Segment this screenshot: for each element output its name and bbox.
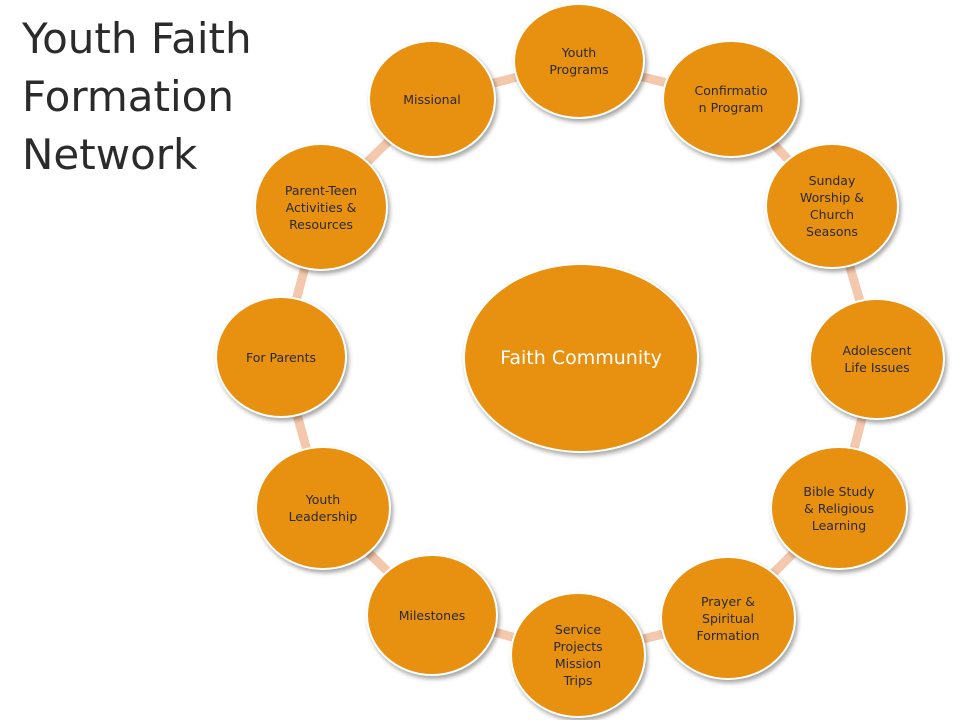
node-for-parents: For Parents	[215, 296, 347, 418]
node-label-line: n Program	[698, 100, 764, 115]
node-missional: Missional	[368, 40, 496, 158]
center-node-faith-community: Faith Community	[463, 263, 699, 453]
node-label-line: Learning	[811, 517, 867, 533]
page-title-line: Network	[22, 130, 198, 179]
node-label-line: & Religious	[804, 500, 874, 516]
page-title-line: Youth Faith	[22, 14, 252, 63]
page-title: Youth Faith Formation Network	[22, 10, 282, 184]
node-label-line: For Parents	[245, 349, 317, 365]
node-parent-teen-activities: Parent-Teen Activities & Resources	[254, 143, 388, 271]
node-label-line: Life Issues	[844, 360, 910, 375]
node-label-line: Formation	[696, 627, 760, 643]
center-label-line: Faith	[500, 347, 546, 369]
node-youth-programs: Youth Programs	[513, 3, 645, 119]
center-label-line: Community	[551, 347, 662, 369]
node-label-line: Seasons	[806, 224, 858, 239]
node-confirmation-program: Confirmatio n Program	[662, 40, 800, 158]
node-label-line: Spiritual	[702, 610, 754, 626]
node-sunday-worship: Sunday Worship & Church Seasons	[765, 143, 899, 269]
node-label-line: Milestones	[398, 607, 466, 623]
node-label-line: Adolescent	[842, 343, 912, 358]
node-label-line: Worship &	[800, 190, 864, 205]
node-label-line: Service	[554, 622, 602, 637]
node-label-line: Confirmatio	[694, 83, 768, 98]
node-label-line: Youth	[305, 492, 341, 507]
node-label-line: Bible Study	[803, 483, 875, 499]
node-label-line: Parent-Teen	[284, 182, 358, 198]
node-youth-leadership: Youth Leadership	[255, 446, 391, 570]
node-label-line: Trips	[563, 673, 593, 688]
node-label-line: Projects	[553, 639, 603, 654]
node-bible-study: Bible Study & Religious Learning	[770, 446, 908, 570]
node-label-line: Prayer &	[700, 593, 756, 609]
node-label-line: Youth	[561, 45, 597, 60]
node-label-line: Programs	[549, 62, 609, 77]
node-adolescent-life-issues: Adolescent Life Issues	[809, 298, 945, 420]
node-label-line: Church	[809, 207, 855, 222]
page-title-line: Formation	[22, 72, 234, 121]
node-label-line: Mission	[554, 656, 602, 671]
node-label-line: Sunday	[808, 173, 856, 188]
node-milestones: Milestones	[366, 554, 498, 676]
node-label-line: Resources	[289, 216, 353, 232]
node-service-projects: Service Projects Mission Trips	[510, 592, 646, 718]
node-label-line: Leadership	[288, 509, 358, 524]
node-prayer-spiritual-formation: Prayer & Spiritual Formation	[660, 556, 796, 680]
node-label-line: Activities &	[285, 199, 357, 215]
node-label-line: Missional	[403, 91, 461, 107]
